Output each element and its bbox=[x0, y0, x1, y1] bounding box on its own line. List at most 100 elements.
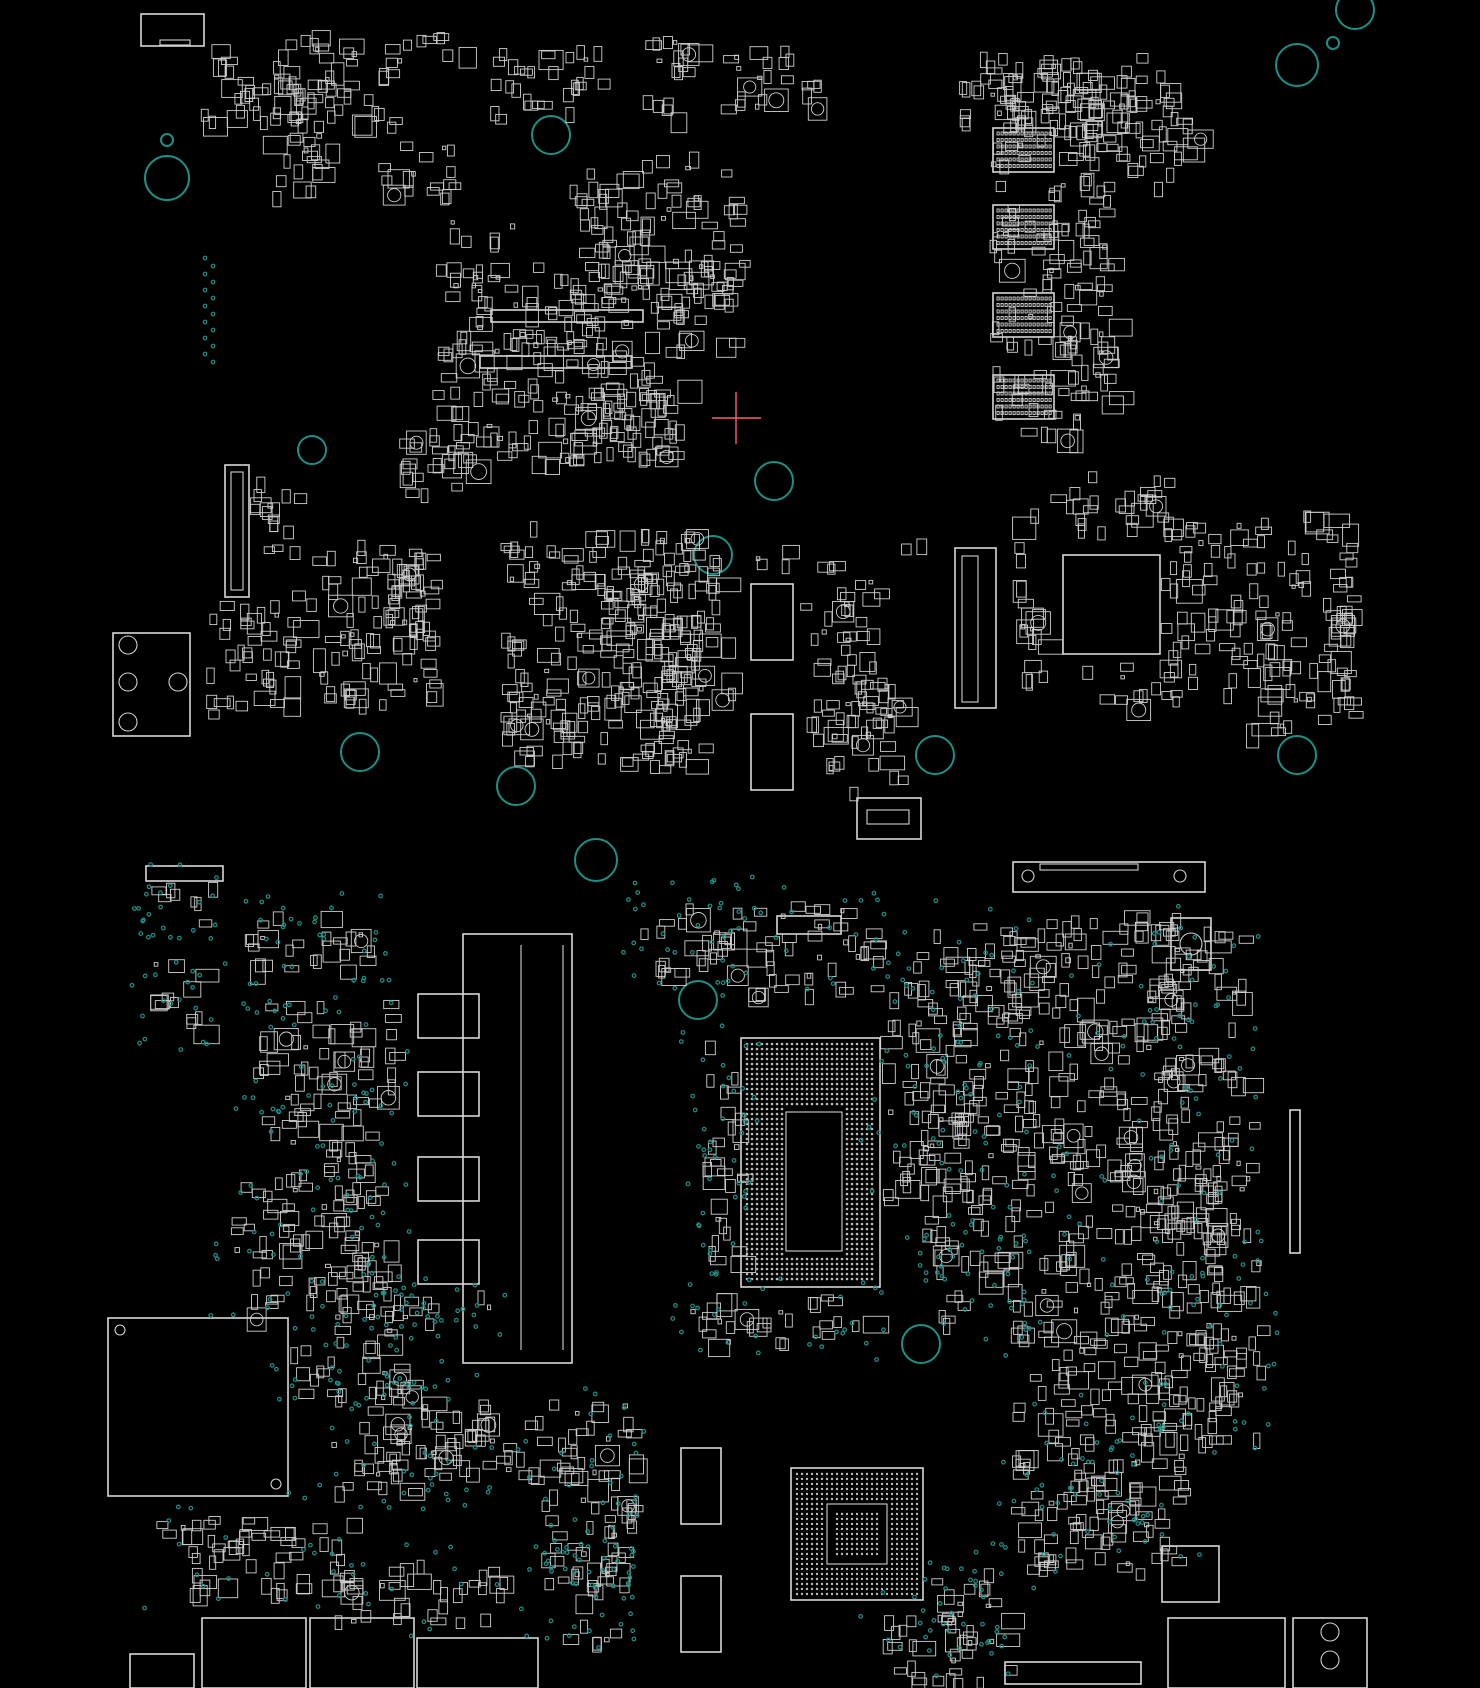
top-part[interactable] bbox=[310, 144, 321, 161]
top-part[interactable] bbox=[675, 543, 683, 555]
bottom-part[interactable] bbox=[835, 981, 847, 998]
bottom-part[interactable] bbox=[1157, 1196, 1174, 1206]
top-part[interactable] bbox=[1059, 344, 1077, 356]
bottom-part[interactable] bbox=[656, 925, 666, 939]
top-part[interactable] bbox=[1038, 336, 1052, 345]
bottom-part[interactable] bbox=[478, 1569, 488, 1586]
top-part[interactable] bbox=[1101, 395, 1124, 415]
top-part[interactable] bbox=[901, 543, 912, 556]
top-part[interactable] bbox=[447, 445, 464, 453]
top-part[interactable] bbox=[490, 106, 500, 122]
top-part[interactable] bbox=[486, 423, 493, 428]
top-part[interactable] bbox=[521, 682, 533, 693]
top-part[interactable] bbox=[859, 702, 876, 710]
top-part[interactable] bbox=[619, 271, 628, 289]
bottom-part[interactable] bbox=[725, 1321, 736, 1334]
top-part[interactable] bbox=[1255, 526, 1273, 535]
bottom-part[interactable] bbox=[1021, 1501, 1040, 1517]
bottom-part[interactable] bbox=[329, 1222, 339, 1239]
top-part[interactable] bbox=[762, 56, 773, 70]
top-part[interactable] bbox=[587, 403, 597, 420]
top-part[interactable] bbox=[802, 87, 812, 105]
bottom-part[interactable] bbox=[945, 956, 971, 973]
top-part[interactable] bbox=[1081, 391, 1099, 402]
bottom-part[interactable] bbox=[1130, 1097, 1148, 1105]
top-part[interactable] bbox=[381, 175, 393, 186]
top-part[interactable] bbox=[652, 99, 664, 113]
bottom-part[interactable] bbox=[344, 1237, 360, 1252]
bottom-part[interactable] bbox=[913, 961, 922, 974]
top-part[interactable] bbox=[619, 530, 636, 552]
bottom-part[interactable] bbox=[352, 1252, 370, 1263]
top-part[interactable] bbox=[416, 34, 427, 48]
top-part[interactable] bbox=[824, 611, 833, 627]
top-part[interactable] bbox=[1040, 109, 1050, 124]
top-part[interactable] bbox=[1075, 222, 1086, 237]
bottom-part[interactable] bbox=[364, 1164, 374, 1177]
top-part[interactable] bbox=[549, 551, 561, 559]
top-part[interactable] bbox=[547, 339, 556, 357]
top-part[interactable] bbox=[423, 621, 430, 636]
top-part[interactable] bbox=[678, 752, 687, 768]
bottom-part[interactable] bbox=[1058, 1073, 1075, 1082]
top-part[interactable] bbox=[219, 600, 235, 611]
bottom-part[interactable] bbox=[1171, 1212, 1194, 1230]
top-part[interactable] bbox=[507, 636, 516, 652]
top-part[interactable] bbox=[1042, 279, 1052, 294]
top-part[interactable] bbox=[1330, 650, 1352, 675]
bottom-part[interactable] bbox=[1015, 1458, 1031, 1467]
top-part[interactable] bbox=[426, 691, 438, 703]
top-part[interactable] bbox=[811, 716, 820, 734]
top-part[interactable] bbox=[1317, 714, 1332, 725]
bottom-part[interactable] bbox=[1185, 1054, 1194, 1069]
top-part[interactable] bbox=[508, 691, 521, 703]
top-part[interactable] bbox=[678, 332, 693, 349]
bottom-part[interactable] bbox=[1097, 1361, 1116, 1380]
top-part[interactable] bbox=[293, 83, 302, 97]
top-part[interactable] bbox=[356, 551, 367, 564]
bottom-part[interactable] bbox=[945, 1628, 961, 1653]
top-part[interactable] bbox=[685, 165, 691, 171]
top-part[interactable] bbox=[342, 650, 348, 657]
top-part[interactable] bbox=[1126, 522, 1138, 537]
bottom-part[interactable] bbox=[189, 1588, 201, 1603]
bottom-part[interactable] bbox=[1093, 1408, 1107, 1418]
bottom-part[interactable] bbox=[591, 1502, 600, 1515]
top-part[interactable] bbox=[675, 719, 692, 731]
bottom-part[interactable] bbox=[489, 1438, 495, 1444]
bottom-part[interactable] bbox=[684, 940, 710, 957]
top-part[interactable] bbox=[600, 618, 611, 630]
top-part[interactable] bbox=[1048, 410, 1063, 419]
top-part[interactable] bbox=[652, 436, 663, 449]
top-part[interactable] bbox=[341, 634, 346, 639]
bottom-part[interactable] bbox=[390, 1472, 400, 1485]
bottom-part[interactable] bbox=[549, 1399, 560, 1411]
bottom-part[interactable] bbox=[1029, 967, 1045, 991]
top-part[interactable] bbox=[1099, 243, 1108, 260]
bottom-part[interactable] bbox=[1073, 1174, 1084, 1186]
bottom-part[interactable] bbox=[1046, 1443, 1063, 1462]
top-part[interactable] bbox=[402, 39, 412, 51]
top-part[interactable] bbox=[533, 352, 542, 366]
top-part[interactable] bbox=[1118, 146, 1128, 162]
bottom-part[interactable] bbox=[246, 934, 259, 945]
bottom-part[interactable] bbox=[1176, 1055, 1200, 1076]
bottom-part[interactable] bbox=[571, 1472, 580, 1486]
bottom-part[interactable] bbox=[346, 1094, 358, 1110]
top-part[interactable] bbox=[1075, 284, 1081, 291]
bottom-part[interactable] bbox=[284, 965, 300, 973]
top-part[interactable] bbox=[851, 736, 859, 749]
bottom-part[interactable] bbox=[251, 1532, 267, 1541]
top-part[interactable] bbox=[724, 262, 746, 281]
top-part[interactable] bbox=[1344, 696, 1355, 711]
bottom-part[interactable] bbox=[712, 1137, 725, 1148]
top-part[interactable] bbox=[568, 735, 586, 743]
top-part[interactable] bbox=[579, 208, 589, 221]
bottom-part[interactable] bbox=[938, 1120, 958, 1137]
bottom-part[interactable] bbox=[314, 1277, 326, 1286]
bottom-part[interactable] bbox=[1121, 1376, 1146, 1395]
top-part[interactable] bbox=[533, 400, 544, 413]
bottom-part[interactable] bbox=[1101, 1389, 1111, 1401]
top-part[interactable] bbox=[529, 597, 544, 605]
top-part[interactable] bbox=[1226, 610, 1247, 624]
